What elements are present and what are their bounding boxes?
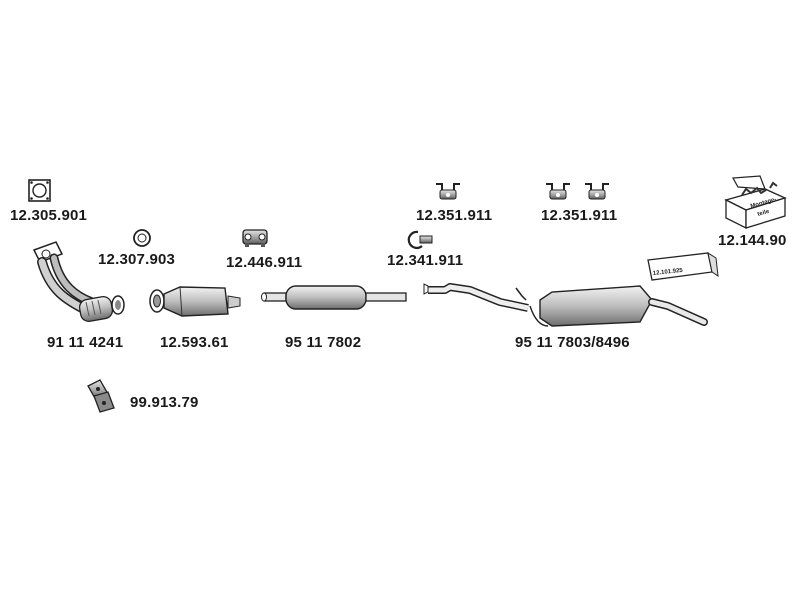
catalytic-converter-icon[interactable] <box>149 286 241 317</box>
bolt-set-icon[interactable] <box>87 379 115 413</box>
middle-silencer-icon[interactable] <box>261 285 407 310</box>
rear-silencer-icon[interactable] <box>423 283 708 327</box>
part-label-99-913-79: 99.913.79 <box>130 394 199 411</box>
tag-text: 12.101.925 <box>653 268 684 277</box>
part-label-91-11-4241: 91 11 4241 <box>47 334 124 351</box>
part-label-12-307-903: 12.307.903 <box>98 251 176 268</box>
part-label-12-305-901: 12.305.901 <box>10 207 88 224</box>
part-label-12-351-911-b: 12.351.911 <box>541 207 618 224</box>
part-label-95-11-7803-8496: 95 11 7803/8496 <box>515 334 630 351</box>
kit-box-bottom-text: teile <box>757 209 771 218</box>
mounting-kit-box-icon[interactable]: Montage- teile <box>724 175 787 230</box>
rubber-mount-pair-icon[interactable] <box>546 183 609 200</box>
part-label-12-593-61: 12.593.61 <box>160 334 229 351</box>
part-label-12-446-911: 12.446.911 <box>226 254 303 271</box>
parts-tag-icon[interactable]: 12.101.925 <box>647 251 719 281</box>
gasket-square-icon[interactable] <box>28 179 51 202</box>
part-label-12-341-911: 12.341.911 <box>387 252 464 269</box>
rubber-mount-icon[interactable] <box>436 183 460 200</box>
part-label-12-351-911-a: 12.351.911 <box>416 207 493 224</box>
part-label-12-144-90: 12.144.90 <box>718 232 787 249</box>
front-pipe-icon[interactable] <box>32 241 125 323</box>
clamp-icon[interactable] <box>242 229 268 247</box>
gasket-ring-icon[interactable] <box>133 229 151 247</box>
part-label-95-11-7802: 95 11 7802 <box>285 334 362 351</box>
pipe-clamp-icon[interactable] <box>407 230 433 249</box>
